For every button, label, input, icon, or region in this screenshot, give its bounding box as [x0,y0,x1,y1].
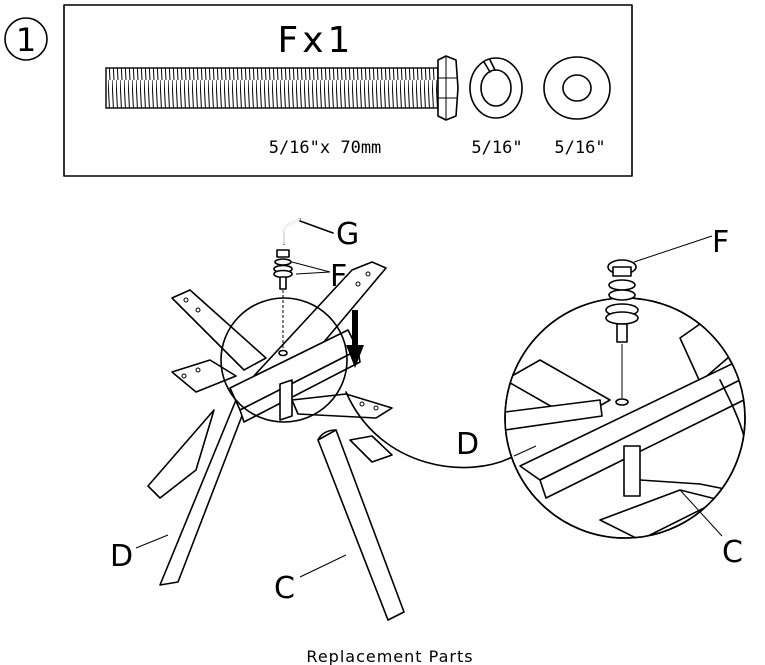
bolt-size-label: 5/16"x 70mm [269,138,382,158]
zoom-detail [504,235,746,539]
label-d-right: D [456,427,479,462]
flat-washer-size-label: 5/16" [554,138,605,158]
lock-washer-size-label: 5/16" [471,138,522,158]
bolt-icon [105,55,459,121]
label-g: G [336,217,359,252]
label-d-left: D [110,539,133,574]
label-c-left: C [274,571,295,606]
bolt-stack-icon [273,249,293,350]
lock-washer-icon [469,57,523,119]
flat-washer-icon [543,56,611,120]
label-c-right: C [722,535,743,570]
down-arrow-icon [346,310,364,368]
zoom-bolt-stack-icon [605,259,639,398]
footer-replacement-parts: Replacement Parts [306,647,473,665]
step-number: 1 [16,21,36,59]
step-number-badge: 1 [4,17,48,61]
parts-box-title: Fx1 [278,20,355,61]
parts-box: Fx1 5/16"x 70mm 5/16" 5/16" [63,4,633,177]
hex-key-icon [283,218,334,245]
table-base-drawing [135,218,405,621]
label-f-right: F [712,225,729,260]
label-f-left: F [330,259,347,294]
zoom-connector [345,391,515,469]
